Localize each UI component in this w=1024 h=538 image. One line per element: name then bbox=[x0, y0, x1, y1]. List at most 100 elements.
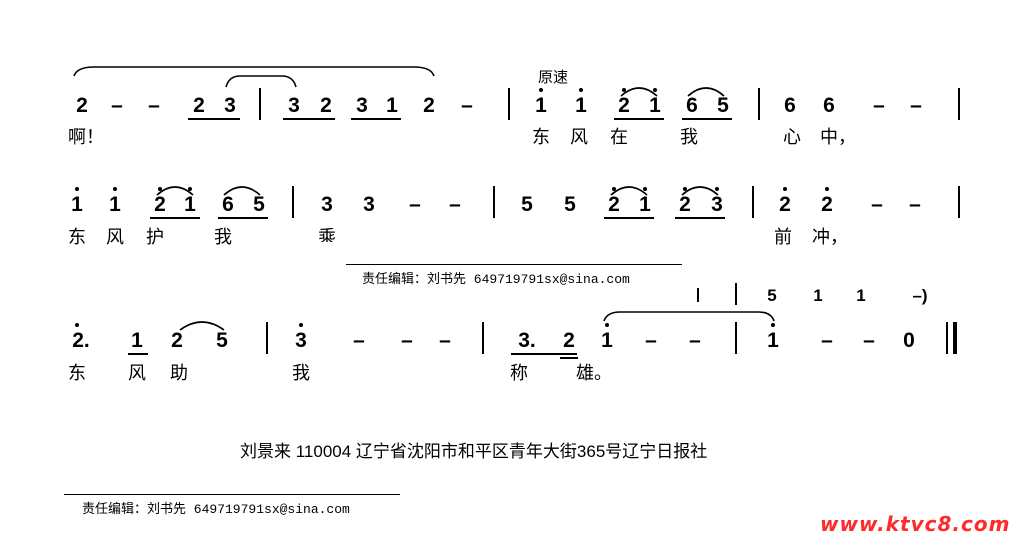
dash: – bbox=[645, 329, 657, 352]
dash: – bbox=[401, 329, 413, 352]
site-watermark: www.ktvc8.com bbox=[820, 512, 1011, 536]
barline bbox=[958, 88, 960, 120]
lyric: 我 bbox=[292, 363, 310, 384]
dash: – bbox=[873, 94, 885, 117]
underline bbox=[604, 217, 654, 219]
divider bbox=[346, 264, 682, 265]
note: 0 bbox=[903, 329, 915, 352]
note: 2 bbox=[605, 187, 623, 216]
note: 5 bbox=[767, 286, 777, 305]
underline bbox=[682, 118, 732, 120]
note: 3 bbox=[292, 323, 310, 352]
lyric: 心 bbox=[783, 127, 801, 148]
lyric: 护 bbox=[146, 227, 164, 248]
barline bbox=[292, 186, 294, 218]
note: 3 bbox=[321, 193, 333, 216]
final-barline-thin bbox=[946, 322, 948, 354]
tempo-mark: 原速 bbox=[538, 68, 569, 86]
slur bbox=[610, 186, 648, 196]
note: 2 bbox=[193, 94, 205, 117]
underline bbox=[351, 118, 401, 120]
tie bbox=[603, 311, 775, 322]
underline bbox=[560, 357, 578, 359]
lyric: 啊！ bbox=[68, 127, 104, 148]
note: 1 bbox=[646, 88, 664, 117]
note: 3 bbox=[288, 94, 300, 117]
underline bbox=[150, 217, 200, 219]
note: 2. bbox=[68, 323, 94, 352]
dash: – bbox=[111, 94, 123, 117]
slur bbox=[156, 186, 194, 196]
dash: – bbox=[461, 94, 473, 117]
lyric: 东 bbox=[68, 227, 86, 248]
lyric: 我 bbox=[214, 227, 232, 248]
divider bbox=[64, 494, 400, 495]
dash: – bbox=[863, 329, 875, 352]
lyric: 风 bbox=[570, 127, 588, 148]
lyric: 我 bbox=[680, 127, 698, 148]
dash: – bbox=[821, 329, 833, 352]
note: 2 bbox=[563, 329, 575, 352]
slur bbox=[179, 321, 225, 331]
note: 1 bbox=[813, 286, 823, 305]
editor-credit: 责任编辑：刘书先 649719791sx@sina.com bbox=[82, 502, 350, 517]
note: 2 bbox=[615, 88, 633, 117]
barline bbox=[735, 283, 737, 305]
note: 2 bbox=[320, 94, 332, 117]
dash: – bbox=[148, 94, 160, 117]
barline bbox=[758, 88, 760, 120]
note: 2 bbox=[76, 94, 88, 117]
note: 1 bbox=[131, 329, 143, 352]
barline bbox=[508, 88, 510, 120]
note: 5 bbox=[253, 193, 265, 216]
note: –) bbox=[912, 286, 928, 305]
slur bbox=[687, 87, 725, 97]
barline bbox=[482, 322, 484, 354]
barline bbox=[735, 322, 737, 354]
note: 1 bbox=[598, 323, 616, 352]
note: 2 bbox=[776, 187, 794, 216]
slur bbox=[223, 186, 261, 196]
underline bbox=[188, 118, 240, 120]
lyric: 前 bbox=[774, 227, 792, 248]
slur bbox=[225, 75, 297, 88]
note: 2 bbox=[676, 187, 694, 216]
barline bbox=[259, 88, 261, 120]
barline bbox=[752, 186, 754, 218]
underline bbox=[614, 118, 664, 120]
lyric: 雄。 bbox=[576, 363, 612, 384]
note: 1 bbox=[636, 187, 654, 216]
note: 6 bbox=[823, 94, 835, 117]
note: 2 bbox=[171, 329, 183, 352]
note: 6 bbox=[686, 94, 698, 117]
barline bbox=[493, 186, 495, 218]
lyric: 东 bbox=[532, 127, 550, 148]
note: 2 bbox=[818, 187, 836, 216]
lyric: 称 bbox=[510, 363, 528, 384]
dash: – bbox=[689, 329, 701, 352]
lyric: 中， bbox=[820, 127, 856, 148]
note: 3 bbox=[224, 94, 236, 117]
note: 1 bbox=[532, 88, 550, 117]
barline bbox=[958, 186, 960, 218]
underline bbox=[218, 217, 268, 219]
lyric: 东 bbox=[68, 363, 86, 384]
lyric: 冲， bbox=[812, 227, 848, 248]
lyric: 风 bbox=[128, 363, 146, 384]
dash: – bbox=[409, 193, 421, 216]
dash: – bbox=[910, 94, 922, 117]
note: 2 bbox=[423, 94, 435, 117]
barline bbox=[266, 322, 268, 354]
note: 6 bbox=[784, 94, 796, 117]
note: 5 bbox=[564, 193, 576, 216]
dash: – bbox=[909, 193, 921, 216]
note: 6 bbox=[222, 193, 234, 216]
note: 3 bbox=[356, 94, 368, 117]
note: 1 bbox=[181, 187, 199, 216]
note: 2 bbox=[151, 187, 169, 216]
note: 1 bbox=[106, 187, 124, 216]
note: 3 bbox=[708, 187, 726, 216]
lyric: 助 bbox=[170, 363, 188, 384]
lyric: 乘 bbox=[318, 228, 336, 242]
lyric: 风 bbox=[106, 227, 124, 248]
